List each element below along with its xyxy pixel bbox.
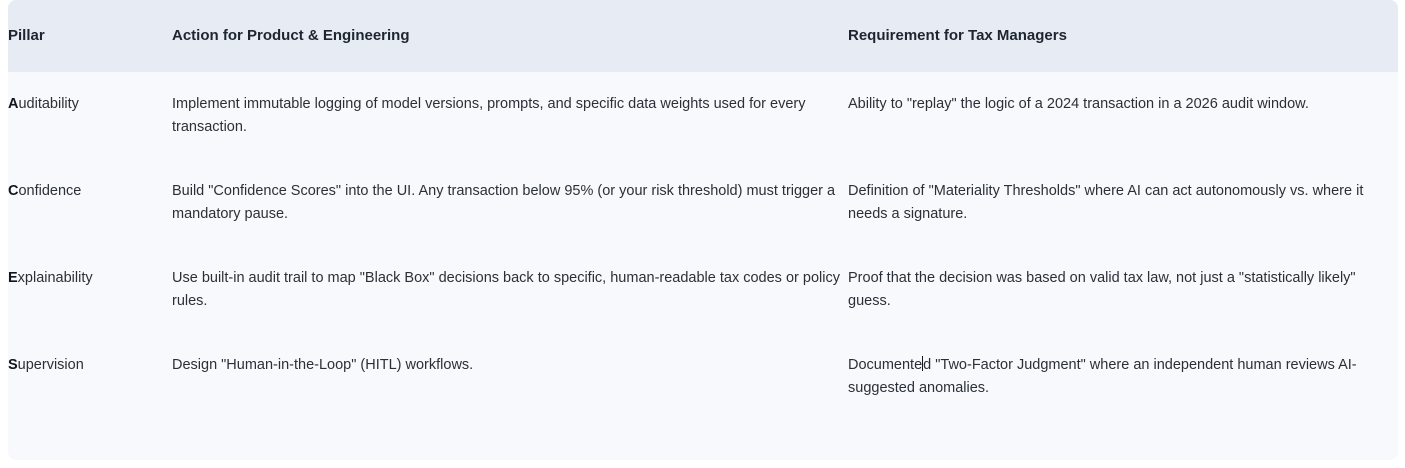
pillars-table-container: Pillar Action for Product & Engineering … (8, 0, 1398, 460)
cell-pillar: Confidence (8, 159, 172, 247)
pillar-label: Confidence (8, 183, 81, 199)
cell-action: Design "Human-in-the-Loop" (HITL) workfl… (172, 333, 848, 420)
pillar-remainder: onfidence (18, 183, 82, 200)
table-header: Pillar Action for Product & Engineering … (8, 0, 1398, 73)
table-row: Confidence Build "Confidence Scores" int… (8, 159, 1398, 247)
text-caret (922, 356, 924, 372)
cell-requirement-editing[interactable]: Documented "Two-Factor Judgment" where a… (848, 333, 1398, 420)
pillar-remainder: upervision (17, 357, 84, 374)
pillar-label: Supervision (8, 357, 84, 373)
table-body: Auditability Implement immutable logging… (8, 72, 1398, 420)
table-row: Explainability Use built-in audit trail … (8, 246, 1398, 334)
pillar-initial: A (8, 96, 19, 113)
column-header-requirement: Requirement for Tax Managers (848, 27, 1067, 44)
cell-pillar: Explainability (8, 246, 172, 334)
pillar-remainder: uditability (18, 96, 79, 113)
table-row: Auditability Implement immutable logging… (8, 72, 1398, 160)
cell-requirement: Definition of "Materiality Thresholds" w… (848, 159, 1398, 247)
column-header-pillar: Pillar (8, 27, 45, 44)
cell-action: Build "Confidence Scores" into the UI. A… (172, 159, 848, 247)
column-header-action: Action for Product & Engineering (172, 27, 410, 44)
table-header-row: Pillar Action for Product & Engineering … (8, 0, 1398, 73)
requirement-text-before-caret: Documente (848, 357, 923, 374)
cell-action: Use built-in audit trail to map "Black B… (172, 246, 848, 334)
pillar-initial: S (8, 357, 18, 374)
cell-pillar: Auditability (8, 72, 172, 160)
table-row: Supervision Design "Human-in-the-Loop" (… (8, 333, 1398, 420)
pillar-label: Auditability (8, 96, 79, 112)
cell-requirement: Proof that the decision was based on val… (848, 246, 1398, 334)
cell-requirement: Ability to "replay" the logic of a 2024 … (848, 72, 1398, 160)
pillar-initial: C (8, 183, 19, 200)
cell-action: Implement immutable logging of model ver… (172, 72, 848, 160)
pillar-remainder: xplainability (17, 270, 93, 287)
pillars-table: Pillar Action for Product & Engineering … (8, 0, 1398, 420)
pillar-initial: E (8, 270, 18, 287)
requirement-text-after-caret: d "Two-Factor Judgment" where an indepen… (848, 357, 1357, 396)
pillar-label: Explainability (8, 270, 93, 286)
cell-pillar: Supervision (8, 333, 172, 420)
